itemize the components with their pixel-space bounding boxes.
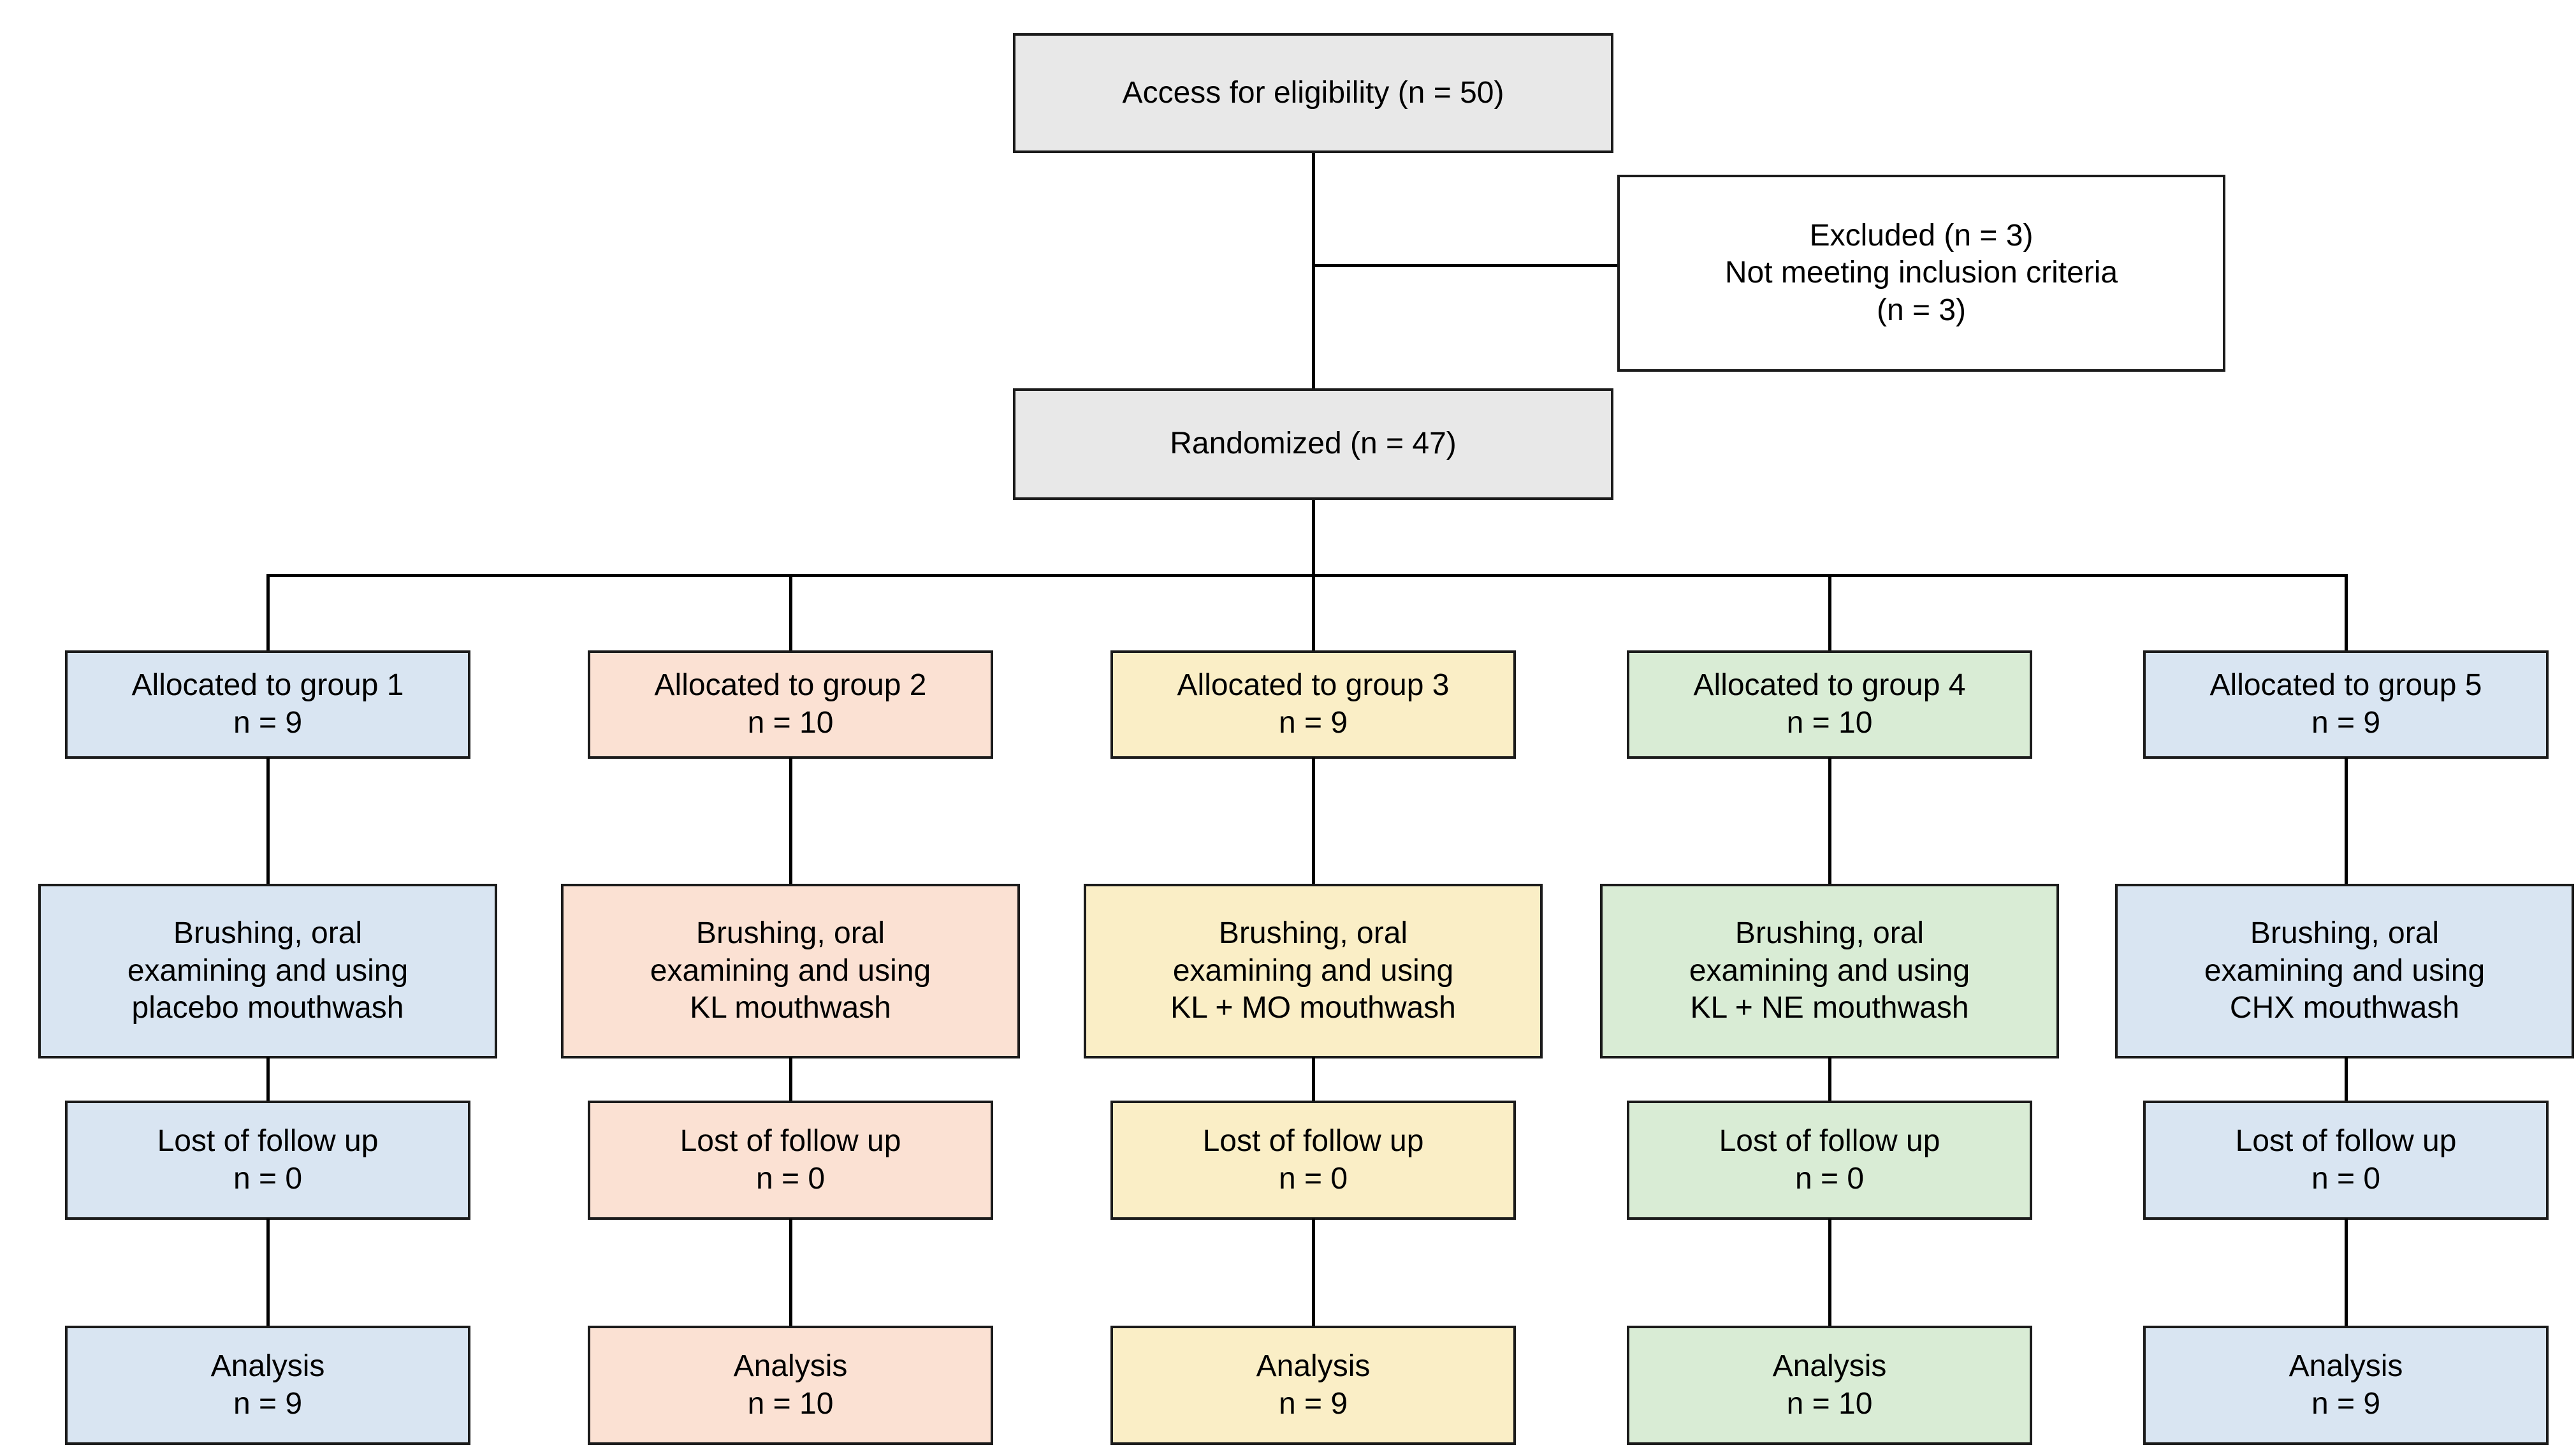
connector-treatment-to-lost-3 xyxy=(1312,1057,1315,1102)
lost-count: n = 0 xyxy=(1794,1161,1865,1196)
connector-eligibility-to-randomized xyxy=(1312,152,1315,390)
connector-treatment-to-lost-5 xyxy=(2345,1057,2348,1102)
connector-lost-to-analysis-2 xyxy=(789,1219,792,1327)
treatment-line: Brushing, oral xyxy=(1735,916,1925,951)
analysis-group-1-box: Analysis n = 9 xyxy=(65,1326,470,1445)
lost-count: n = 0 xyxy=(1278,1161,1348,1196)
allocated-line: Allocated to group 1 xyxy=(131,668,404,703)
allocated-count: n = 9 xyxy=(233,706,303,740)
treatment-line: KL + MO mouthwash xyxy=(1170,991,1456,1025)
connector-branch-to-group-2 xyxy=(789,574,792,650)
randomized-text: Randomized (n = 47) xyxy=(1170,427,1457,461)
analysis-group-2-box: Analysis n = 10 xyxy=(588,1326,993,1445)
analysis-line: Analysis xyxy=(1256,1349,1371,1383)
lost-count: n = 0 xyxy=(233,1161,303,1196)
connector-branch-to-group-3 xyxy=(1312,574,1315,650)
treatment-line: examining and using xyxy=(1689,953,1970,988)
treatment-line: CHX mouthwash xyxy=(2229,991,2460,1025)
lost-line: Lost of follow up xyxy=(1719,1124,1940,1158)
treatment-group-2-box: Brushing, oral examining and using KL mo… xyxy=(561,884,1020,1058)
allocated-count: n = 10 xyxy=(747,706,834,740)
lost-line: Lost of follow up xyxy=(1202,1124,1424,1158)
connector-randomized-to-branch xyxy=(1312,499,1315,576)
connector-lost-to-analysis-4 xyxy=(1828,1219,1831,1327)
treatment-line: Brushing, oral xyxy=(695,916,885,951)
treatment-line: Brushing, oral xyxy=(1218,916,1408,951)
eligibility-text: Access for eligibility (n = 50) xyxy=(1122,75,1504,110)
analysis-line: Analysis xyxy=(733,1349,848,1383)
treatment-line: examining and using xyxy=(1172,953,1454,988)
connector-allocated-to-treatment-4 xyxy=(1828,758,1831,885)
allocated-line: Allocated to group 3 xyxy=(1177,668,1450,703)
analysis-group-5-box: Analysis n = 9 xyxy=(2143,1326,2549,1445)
lost-group-1-box: Lost of follow up n = 0 xyxy=(65,1101,470,1220)
connector-allocated-to-treatment-2 xyxy=(789,758,792,885)
allocated-count: n = 10 xyxy=(1786,706,1873,740)
excluded-box: Excluded (n = 3) Not meeting inclusion c… xyxy=(1617,175,2225,372)
excluded-line: Excluded (n = 3) xyxy=(1809,218,2034,253)
analysis-line: Analysis xyxy=(2289,1349,2403,1383)
lost-line: Lost of follow up xyxy=(157,1124,379,1158)
allocated-line: Allocated to group 2 xyxy=(654,668,927,703)
analysis-count: n = 10 xyxy=(747,1386,834,1421)
treatment-line: examining and using xyxy=(2204,953,2485,988)
eligibility-box: Access for eligibility (n = 50) xyxy=(1013,33,1613,153)
connector-treatment-to-lost-1 xyxy=(266,1057,270,1102)
lost-line: Lost of follow up xyxy=(2235,1124,2457,1158)
excluded-line: Not meeting inclusion criteria xyxy=(1724,256,2118,290)
lost-group-2-box: Lost of follow up n = 0 xyxy=(588,1101,993,1220)
lost-group-4-box: Lost of follow up n = 0 xyxy=(1627,1101,2032,1220)
connector-branch-to-group-1 xyxy=(266,574,270,650)
excluded-line: (n = 3) xyxy=(1876,293,1967,327)
allocated-group-5-box: Allocated to group 5 n = 9 xyxy=(2143,650,2549,759)
lost-line: Lost of follow up xyxy=(680,1124,901,1158)
allocated-line: Allocated to group 5 xyxy=(2209,668,2482,703)
connector-treatment-to-lost-4 xyxy=(1828,1057,1831,1102)
treatment-line: Brushing, oral xyxy=(2250,916,2440,951)
lost-group-3-box: Lost of follow up n = 0 xyxy=(1110,1101,1516,1220)
treatment-line: placebo mouthwash xyxy=(131,991,404,1025)
analysis-group-3-box: Analysis n = 9 xyxy=(1110,1326,1516,1445)
connector-lost-to-analysis-1 xyxy=(266,1219,270,1327)
connector-allocated-to-treatment-5 xyxy=(2345,758,2348,885)
connector-branch-to-group-5 xyxy=(2345,574,2348,650)
allocated-count: n = 9 xyxy=(2311,706,2381,740)
connector-lost-to-analysis-3 xyxy=(1312,1219,1315,1327)
analysis-count: n = 10 xyxy=(1786,1386,1873,1421)
lost-group-5-box: Lost of follow up n = 0 xyxy=(2143,1101,2549,1220)
allocated-group-2-box: Allocated to group 2 n = 10 xyxy=(588,650,993,759)
analysis-group-4-box: Analysis n = 10 xyxy=(1627,1326,2032,1445)
treatment-line: KL + NE mouthwash xyxy=(1690,991,1969,1025)
analysis-count: n = 9 xyxy=(1278,1386,1348,1421)
treatment-line: Brushing, oral xyxy=(173,916,363,951)
lost-count: n = 0 xyxy=(2311,1161,2381,1196)
connector-allocated-to-treatment-3 xyxy=(1312,758,1315,885)
treatment-line: examining and using xyxy=(127,953,409,988)
treatment-group-5-box: Brushing, oral examining and using CHX m… xyxy=(2115,884,2574,1058)
allocated-group-3-box: Allocated to group 3 n = 9 xyxy=(1110,650,1516,759)
allocated-count: n = 9 xyxy=(1278,706,1348,740)
connector-allocated-to-treatment-1 xyxy=(266,758,270,885)
treatment-line: KL mouthwash xyxy=(690,991,891,1025)
randomized-box: Randomized (n = 47) xyxy=(1013,388,1613,500)
treatment-line: examining and using xyxy=(650,953,931,988)
lost-count: n = 0 xyxy=(755,1161,826,1196)
allocated-line: Allocated to group 4 xyxy=(1693,668,1966,703)
analysis-line: Analysis xyxy=(210,1349,325,1383)
treatment-group-4-box: Brushing, oral examining and using KL + … xyxy=(1600,884,2059,1058)
connector-branch-to-group-4 xyxy=(1828,574,1831,650)
treatment-group-3-box: Brushing, oral examining and using KL + … xyxy=(1084,884,1543,1058)
analysis-count: n = 9 xyxy=(2311,1386,2381,1421)
analysis-count: n = 9 xyxy=(233,1386,303,1421)
branch-line xyxy=(266,574,2347,577)
allocated-group-1-box: Allocated to group 1 n = 9 xyxy=(65,650,470,759)
connector-treatment-to-lost-2 xyxy=(789,1057,792,1102)
analysis-line: Analysis xyxy=(1772,1349,1887,1383)
connector-lost-to-analysis-5 xyxy=(2345,1219,2348,1327)
connector-to-excluded xyxy=(1313,264,1619,267)
treatment-group-1-box: Brushing, oral examining and using place… xyxy=(38,884,497,1058)
allocated-group-4-box: Allocated to group 4 n = 10 xyxy=(1627,650,2032,759)
